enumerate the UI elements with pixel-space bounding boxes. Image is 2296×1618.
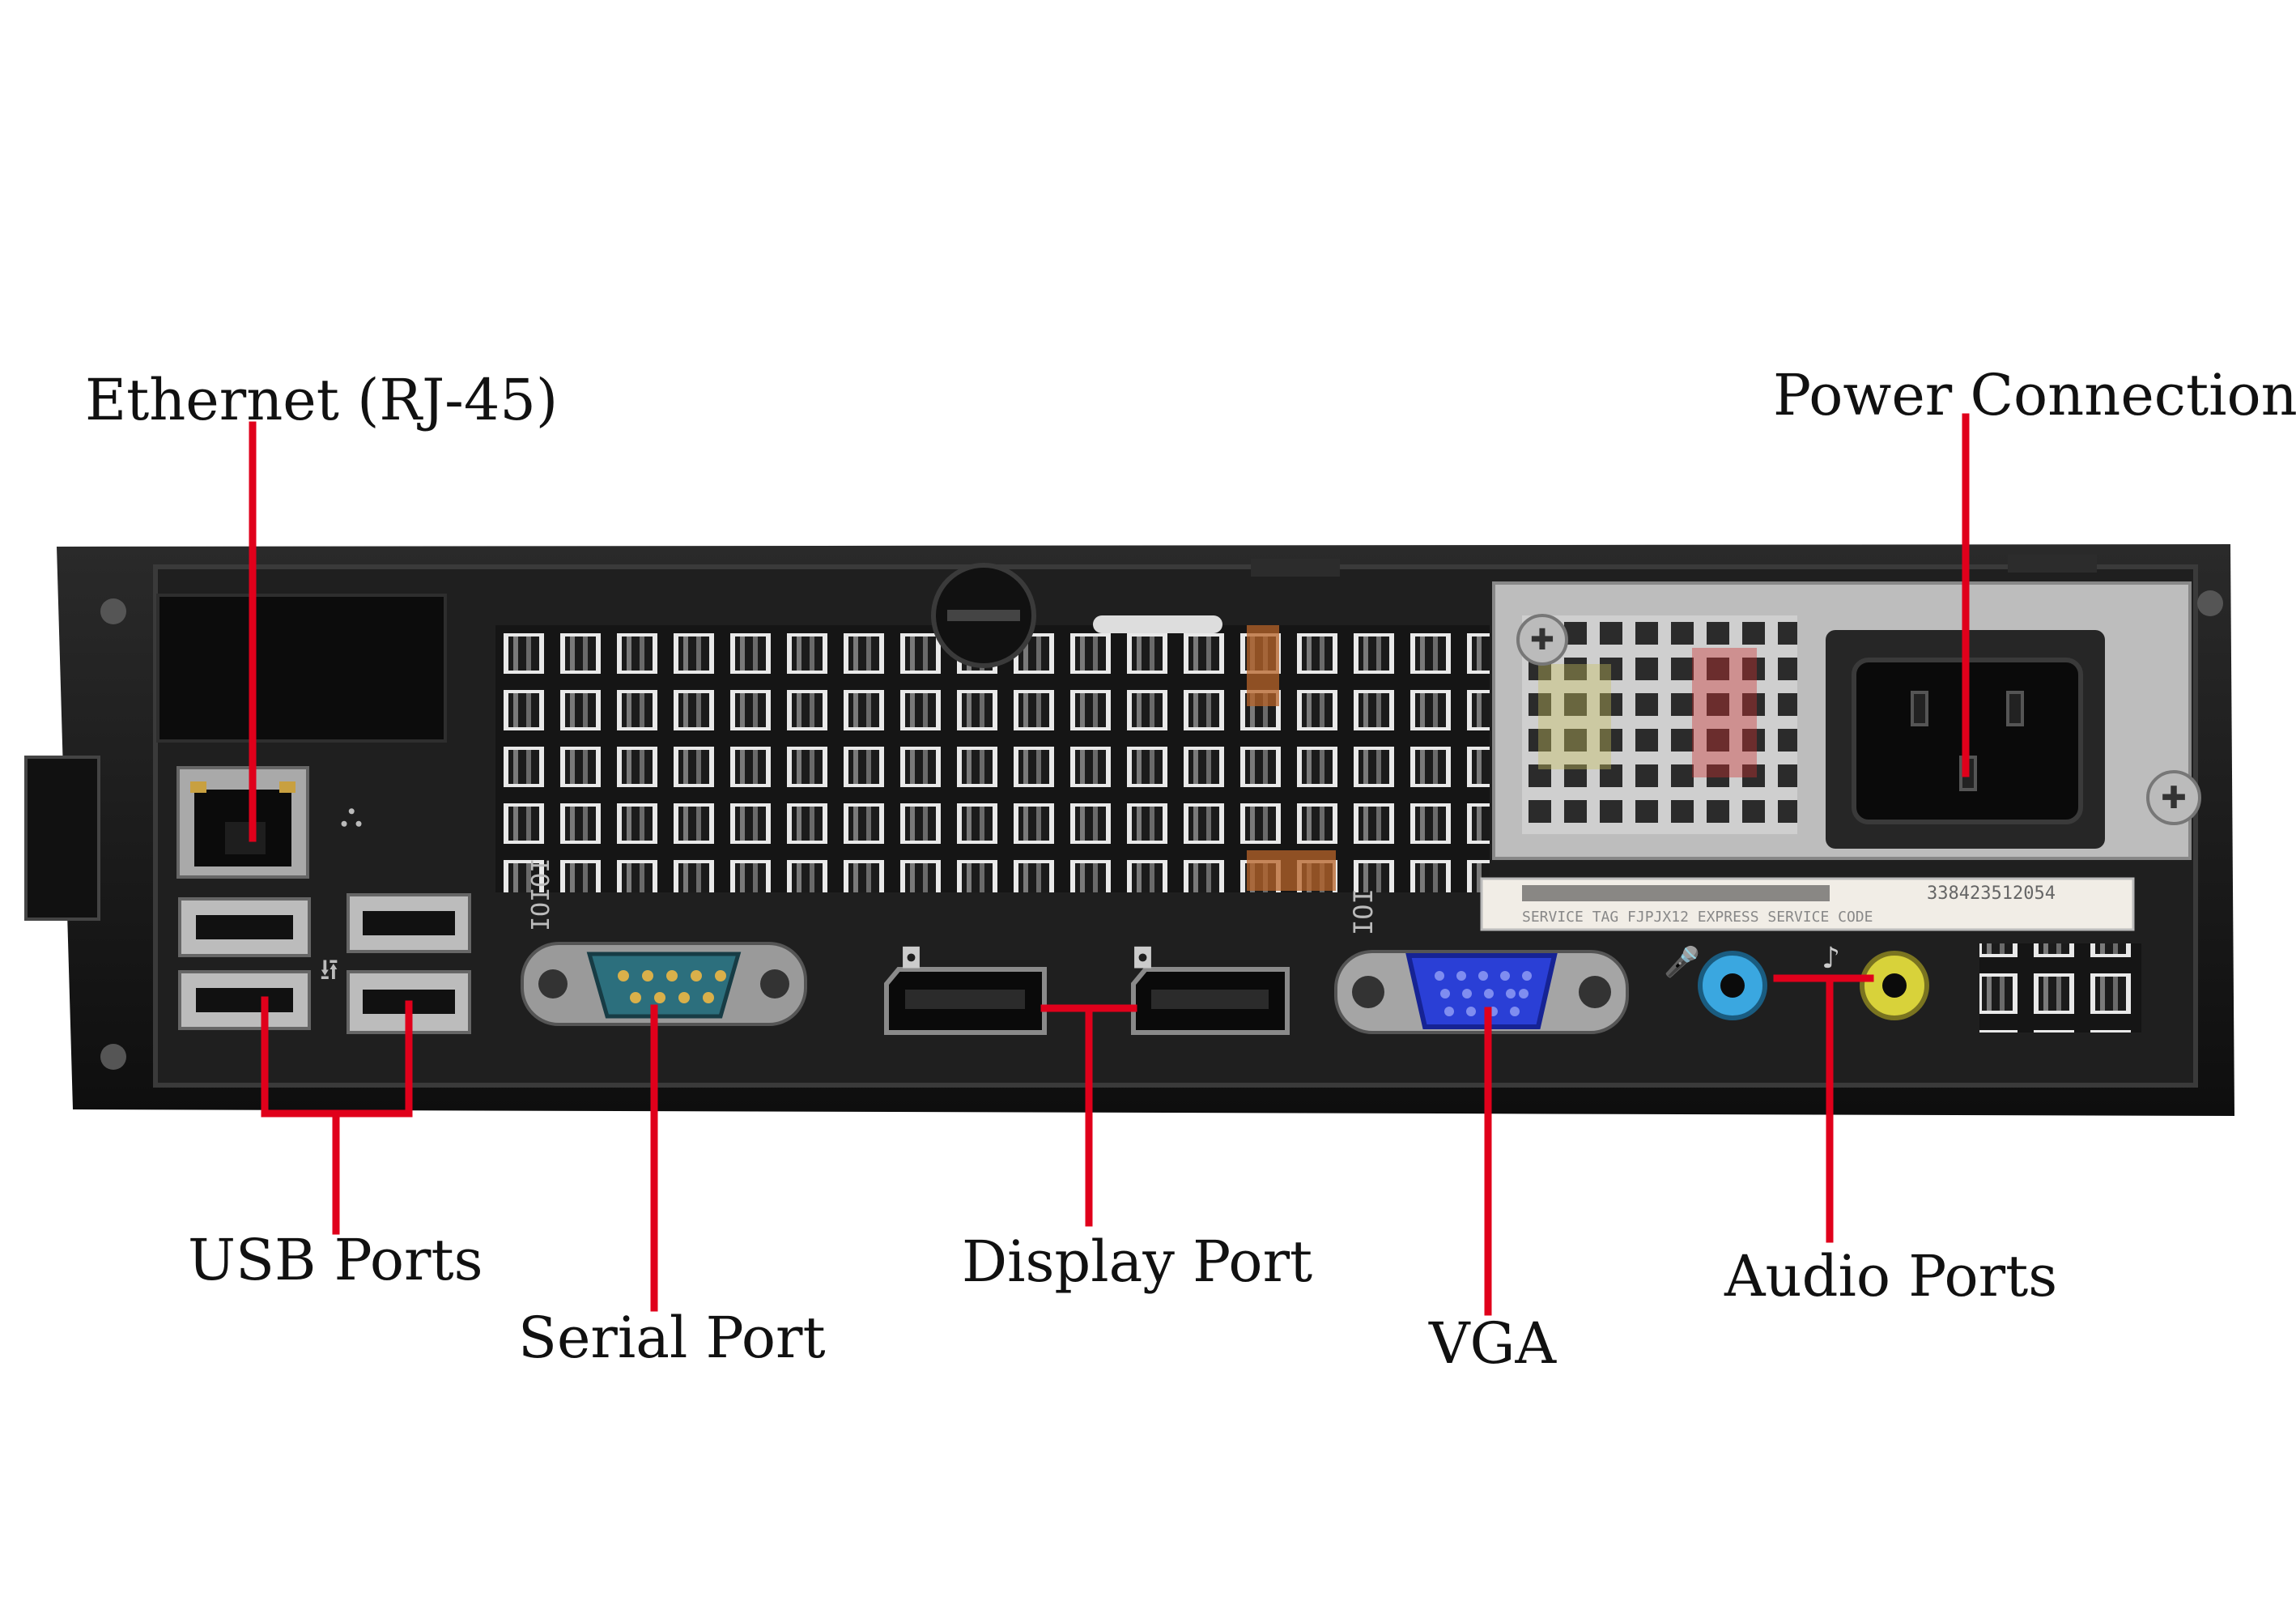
usb-ports: ⭿ [178, 893, 471, 1034]
displayport-icon: ◘ [900, 943, 922, 975]
usb-icon: ⭿ [320, 954, 338, 987]
serial-port: IOIOI [521, 858, 807, 1026]
leader-lines [249, 413, 1970, 1316]
label-ethernet: Ethernet (RJ-45) [85, 367, 558, 433]
svg-text:✚: ✚ [1530, 624, 1554, 657]
small-vent [1979, 943, 2141, 1033]
audio-icon: ♪ [1822, 942, 1840, 975]
vent-grill [495, 563, 1490, 892]
sticker-serial: 338423512054 [1927, 884, 2056, 904]
service-tag-sticker: 338423512054 SERVICE TAG FJPJX12 EXPRESS… [1480, 877, 2135, 931]
audio-ports: 🎤 ♪ [1664, 942, 1929, 1020]
label-vga: VGA [1428, 1310, 1557, 1377]
serial-icon: IOIOI [527, 858, 555, 931]
label-power: Power Connection [1773, 362, 2296, 428]
vga-icon: IOI [1348, 888, 1379, 935]
label-usb: USB Ports [188, 1227, 483, 1293]
display-ports: ◘ ◘ [884, 943, 1290, 1035]
ethernet-port: ⛬ [176, 766, 363, 879]
label-serial: Serial Port [518, 1305, 826, 1371]
sticker-fields: SERVICE TAG FJPJX12 EXPRESS SERVICE CODE [1522, 909, 1873, 926]
svg-text:✚: ✚ [2161, 780, 2187, 815]
displayport-icon: ◘ [1132, 943, 1154, 975]
label-display: Display Port [962, 1228, 1312, 1295]
audio-icon: 🎤 [1664, 944, 1700, 979]
vga-port: IOI [1334, 888, 1629, 1034]
ethernet-icon: ⛬ [340, 797, 363, 834]
power-supply: ✚ ✚ [1492, 581, 2201, 860]
label-audio: Audio Ports [1724, 1243, 2057, 1309]
